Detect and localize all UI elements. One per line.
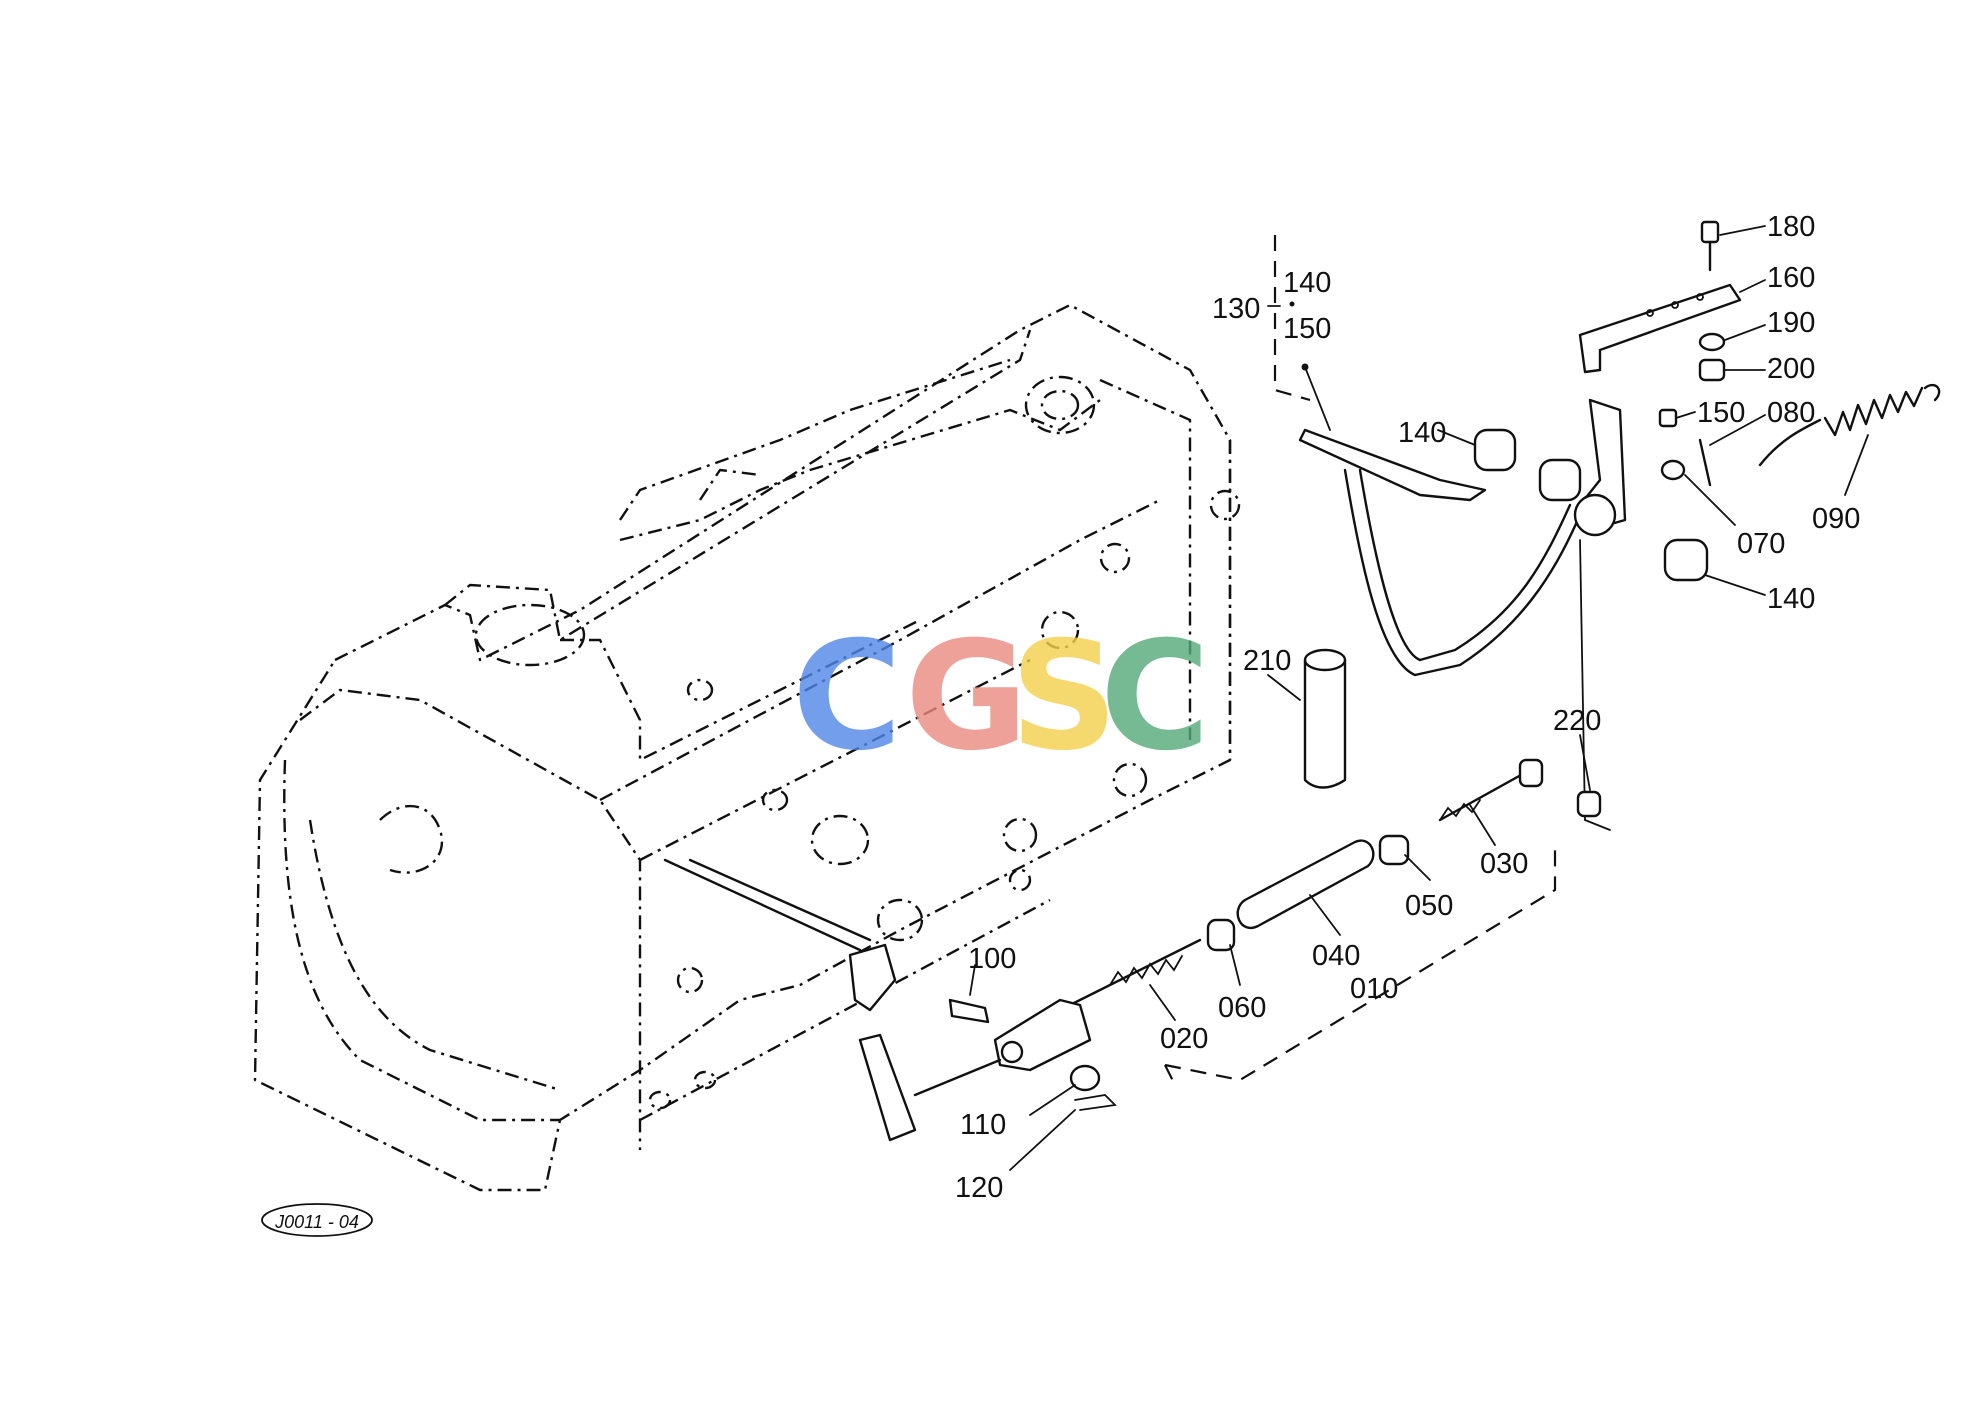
rod-020 bbox=[1068, 938, 1202, 1007]
bushing-140-left bbox=[1473, 428, 1517, 472]
bushing-140-right bbox=[1663, 538, 1709, 582]
release-lever bbox=[663, 858, 1002, 1142]
tube-040 bbox=[1236, 839, 1375, 930]
part-labels: 180 160 190 200 150 080 070 090 140 140 … bbox=[955, 211, 1860, 1204]
transmission-housing bbox=[253, 303, 1241, 1192]
bolt-180 bbox=[1700, 220, 1720, 272]
label-210: 210 bbox=[1243, 645, 1291, 677]
watermark-letter-1: C bbox=[792, 610, 902, 784]
watermark-letter-2: G bbox=[905, 610, 1028, 784]
clevis-yoke bbox=[993, 998, 1092, 1072]
diagram-id: J0011 - 04 bbox=[274, 1212, 359, 1232]
label-090: 090 bbox=[1812, 503, 1860, 535]
label-070: 070 bbox=[1737, 528, 1785, 560]
nut-150 bbox=[1658, 408, 1678, 428]
pin-100 bbox=[948, 998, 990, 1024]
label-200: 200 bbox=[1767, 353, 1815, 385]
label-050: 050 bbox=[1405, 890, 1453, 922]
label-180: 180 bbox=[1767, 211, 1815, 243]
rod-assembly-010 bbox=[1164, 850, 1557, 1086]
nut-050 bbox=[1378, 834, 1410, 866]
label-100: 100 bbox=[968, 943, 1016, 975]
sleeve-210 bbox=[1303, 648, 1347, 789]
label-030: 030 bbox=[1480, 848, 1528, 880]
clutch-pedal bbox=[1298, 398, 1627, 831]
watermark: C G S C bbox=[792, 610, 1210, 784]
watermark-letter-3: S bbox=[1010, 610, 1118, 784]
washer-070 bbox=[1660, 459, 1686, 481]
label-120: 120 bbox=[955, 1172, 1003, 1204]
shaft-bushing bbox=[1538, 458, 1582, 502]
washer-110 bbox=[1069, 1064, 1101, 1092]
label-130: 130 bbox=[1212, 293, 1260, 325]
label-060: 060 bbox=[1218, 992, 1266, 1024]
diagram-id-badge: J0011 - 04 bbox=[261, 1203, 373, 1237]
label-140-top: 140 bbox=[1283, 267, 1331, 299]
label-040: 040 bbox=[1312, 940, 1360, 972]
cotter-pin-120 bbox=[1074, 1094, 1117, 1111]
label-150-top: 150 bbox=[1283, 313, 1331, 345]
label-020: 020 bbox=[1160, 1023, 1208, 1055]
label-080: 080 bbox=[1767, 397, 1815, 429]
washer-190 bbox=[1698, 332, 1726, 352]
label-140-right: 140 bbox=[1767, 583, 1815, 615]
label-150-right: 150 bbox=[1697, 397, 1745, 429]
label-190: 190 bbox=[1767, 307, 1815, 339]
leader-lines bbox=[969, 225, 1869, 1171]
bracket-160 bbox=[1578, 283, 1742, 374]
collar-220 bbox=[1576, 790, 1602, 818]
rod-end-030 bbox=[1438, 758, 1544, 822]
nut-200 bbox=[1698, 358, 1726, 382]
label-220: 220 bbox=[1553, 705, 1601, 737]
label-140-mid: 140 bbox=[1398, 417, 1446, 449]
watermark-letter-4: C bbox=[1100, 610, 1210, 784]
nut-060 bbox=[1206, 918, 1236, 952]
spring-090 bbox=[1758, 383, 1941, 467]
label-110: 110 bbox=[960, 1109, 1006, 1141]
pin-080 bbox=[1698, 438, 1712, 487]
label-160: 160 bbox=[1767, 262, 1815, 294]
label-010: 010 bbox=[1350, 973, 1398, 1005]
